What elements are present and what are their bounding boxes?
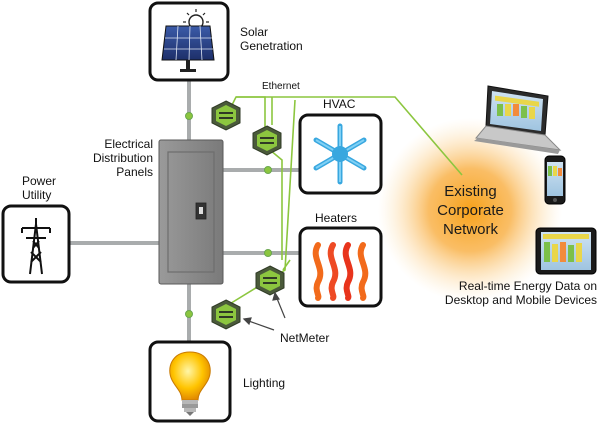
- netmeter-arrows: [242, 291, 286, 331]
- lighting-box: [148, 340, 232, 423]
- laptop-icon: [474, 85, 562, 154]
- heaters-box: [298, 226, 383, 308]
- hvac-box: [298, 113, 383, 195]
- ethernet-label: Ethernet: [262, 81, 300, 92]
- distribution-panel: [158, 139, 224, 285]
- lighting-label: Lighting: [243, 376, 286, 390]
- netmeter-icon-2: [252, 125, 282, 156]
- network-glow: [378, 118, 562, 302]
- netmeter-icon-4: [211, 299, 241, 330]
- solar-panel-icon: [161, 9, 215, 72]
- phone-icon: [544, 155, 566, 205]
- power-utility-label: Power Utility: [22, 174, 57, 202]
- realtime-label: Real-time Energy Data on Desktop and Mob…: [444, 279, 597, 307]
- netmeter-icon-3: [255, 265, 285, 296]
- bus-junction-dots: [185, 112, 272, 318]
- hvac-label: HVAC: [323, 97, 356, 111]
- netmeter-label: NetMeter: [280, 331, 330, 345]
- solar-label: Solar Genetration: [240, 25, 303, 53]
- ethernet-lines: [227, 96, 463, 306]
- heater-icon: [312, 242, 369, 301]
- netmeter-icon-1: [211, 100, 241, 131]
- power-utility-box: [1, 204, 71, 284]
- network-label: Existing Corporate Network: [437, 183, 504, 238]
- solar-box: [148, 1, 230, 82]
- heaters-label: Heaters: [315, 211, 358, 225]
- distribution-label: Electrical Distribution Panels: [92, 137, 153, 179]
- tablet-icon: [535, 227, 597, 275]
- power-tower-icon: [21, 218, 51, 275]
- light-bulb-icon: [169, 351, 211, 416]
